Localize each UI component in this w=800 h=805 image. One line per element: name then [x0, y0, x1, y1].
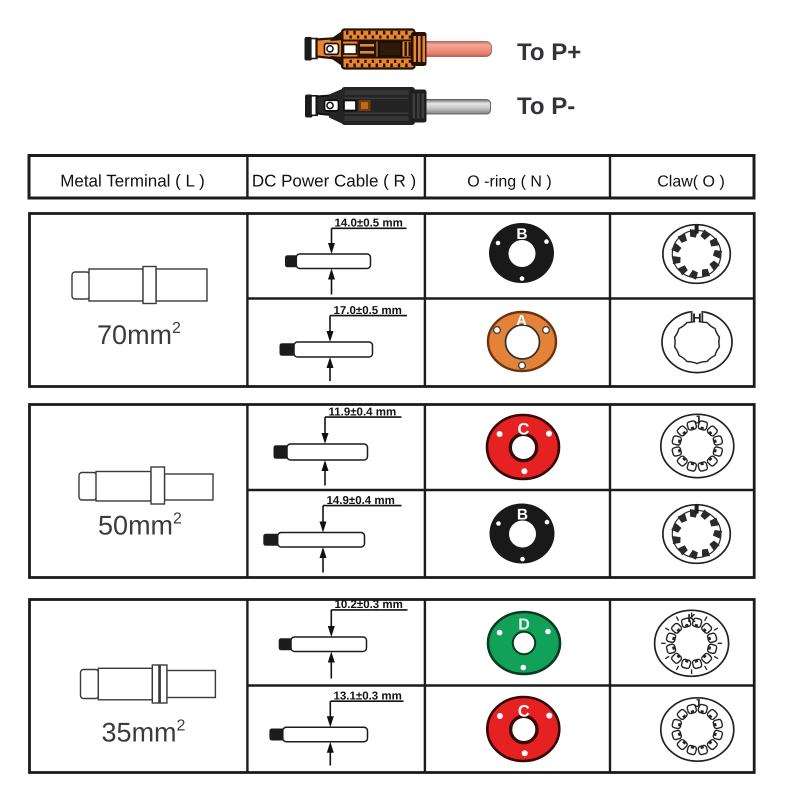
svg-text:D: D: [518, 617, 530, 634]
svg-text:B: B: [516, 226, 527, 243]
svg-text:DC Power Cable ( R ): DC Power Cable ( R ): [252, 172, 416, 191]
svg-text:17.0±0.5 mm: 17.0±0.5 mm: [334, 305, 402, 317]
svg-text:14.0±0.5 mm: 14.0±0.5 mm: [335, 218, 403, 230]
svg-text:13.1±0.3 mm: 13.1±0.3 mm: [334, 690, 402, 702]
svg-text:70mm2: 70mm2: [97, 320, 181, 350]
svg-text:10.2±0.3 mm: 10.2±0.3 mm: [335, 599, 403, 611]
svg-text:14.9±0.4 mm: 14.9±0.4 mm: [327, 495, 395, 507]
svg-text:11.9±0.4 mm: 11.9±0.4 mm: [329, 406, 397, 418]
svg-text:C: C: [518, 421, 530, 439]
svg-text:H: H: [692, 311, 701, 326]
svg-text:B: B: [517, 507, 528, 524]
svg-text:35mm2: 35mm2: [102, 718, 186, 748]
svg-text:J: J: [694, 698, 700, 710]
svg-text:Metal Terminal ( L ): Metal Terminal ( L ): [60, 172, 205, 191]
svg-text:Claw( O ): Claw( O ): [657, 174, 725, 191]
svg-text:C: C: [518, 703, 530, 721]
svg-text:K: K: [687, 613, 696, 625]
svg-text:To P-: To P-: [517, 93, 575, 120]
svg-text:50mm2: 50mm2: [98, 511, 182, 541]
svg-text:J: J: [694, 415, 700, 427]
svg-text:To P+: To P+: [517, 39, 581, 66]
svg-text:O -ring ( N ): O -ring ( N ): [467, 174, 551, 191]
svg-text:A: A: [516, 313, 527, 329]
